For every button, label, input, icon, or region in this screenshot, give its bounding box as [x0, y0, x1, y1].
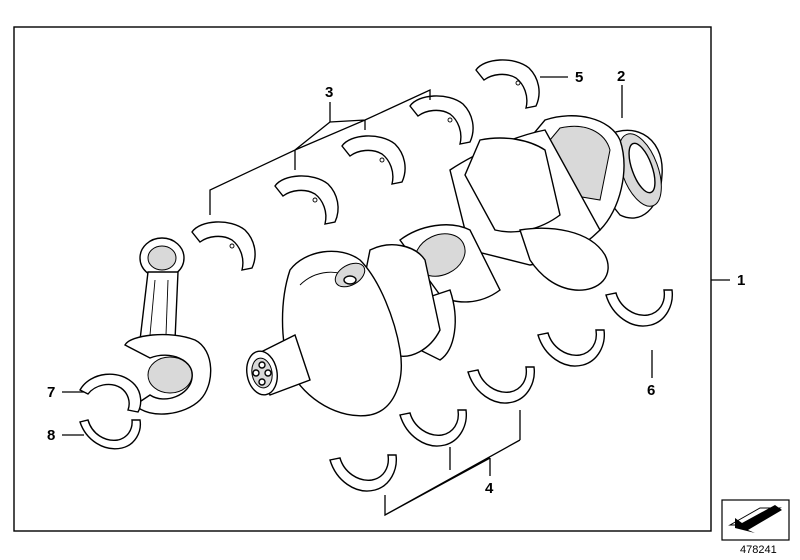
bearing-shell-6 — [605, 289, 673, 327]
callout-3: 3 — [325, 84, 333, 101]
bearing-shell-4a — [329, 454, 397, 492]
bearing-shell-4c — [467, 366, 535, 404]
conrod-bearing-shells — [79, 373, 142, 450]
bearing-shell-3a — [191, 221, 256, 271]
bearing-shell-7 — [79, 373, 142, 413]
bearing-shell-4d — [537, 329, 605, 367]
callout-7: 7 — [47, 384, 55, 401]
arrow-folder-icon — [721, 499, 790, 541]
reference-number: 478241 — [740, 544, 777, 556]
bearing-shell-4b — [399, 409, 467, 447]
bearing-shell-8 — [79, 419, 142, 450]
leader-lines — [62, 76, 730, 517]
bearing-shell-3c — [341, 135, 406, 185]
callout-4: 4 — [485, 480, 494, 497]
diagram-frame — [13, 26, 712, 532]
callout-5: 5 — [575, 69, 583, 86]
bearing-shell-3d — [409, 95, 474, 145]
bearing-shell-5 — [475, 59, 540, 109]
callout-8: 8 — [47, 427, 55, 444]
callout-2: 2 — [617, 68, 625, 85]
connecting-rod — [124, 237, 212, 415]
crankshaft — [246, 115, 663, 417]
bearing-shell-3b — [274, 175, 339, 225]
upper-bearing-shells — [191, 59, 540, 271]
callout-6: 6 — [647, 382, 655, 399]
lower-bearing-shells — [329, 289, 673, 492]
callout-1: 1 — [737, 272, 745, 289]
